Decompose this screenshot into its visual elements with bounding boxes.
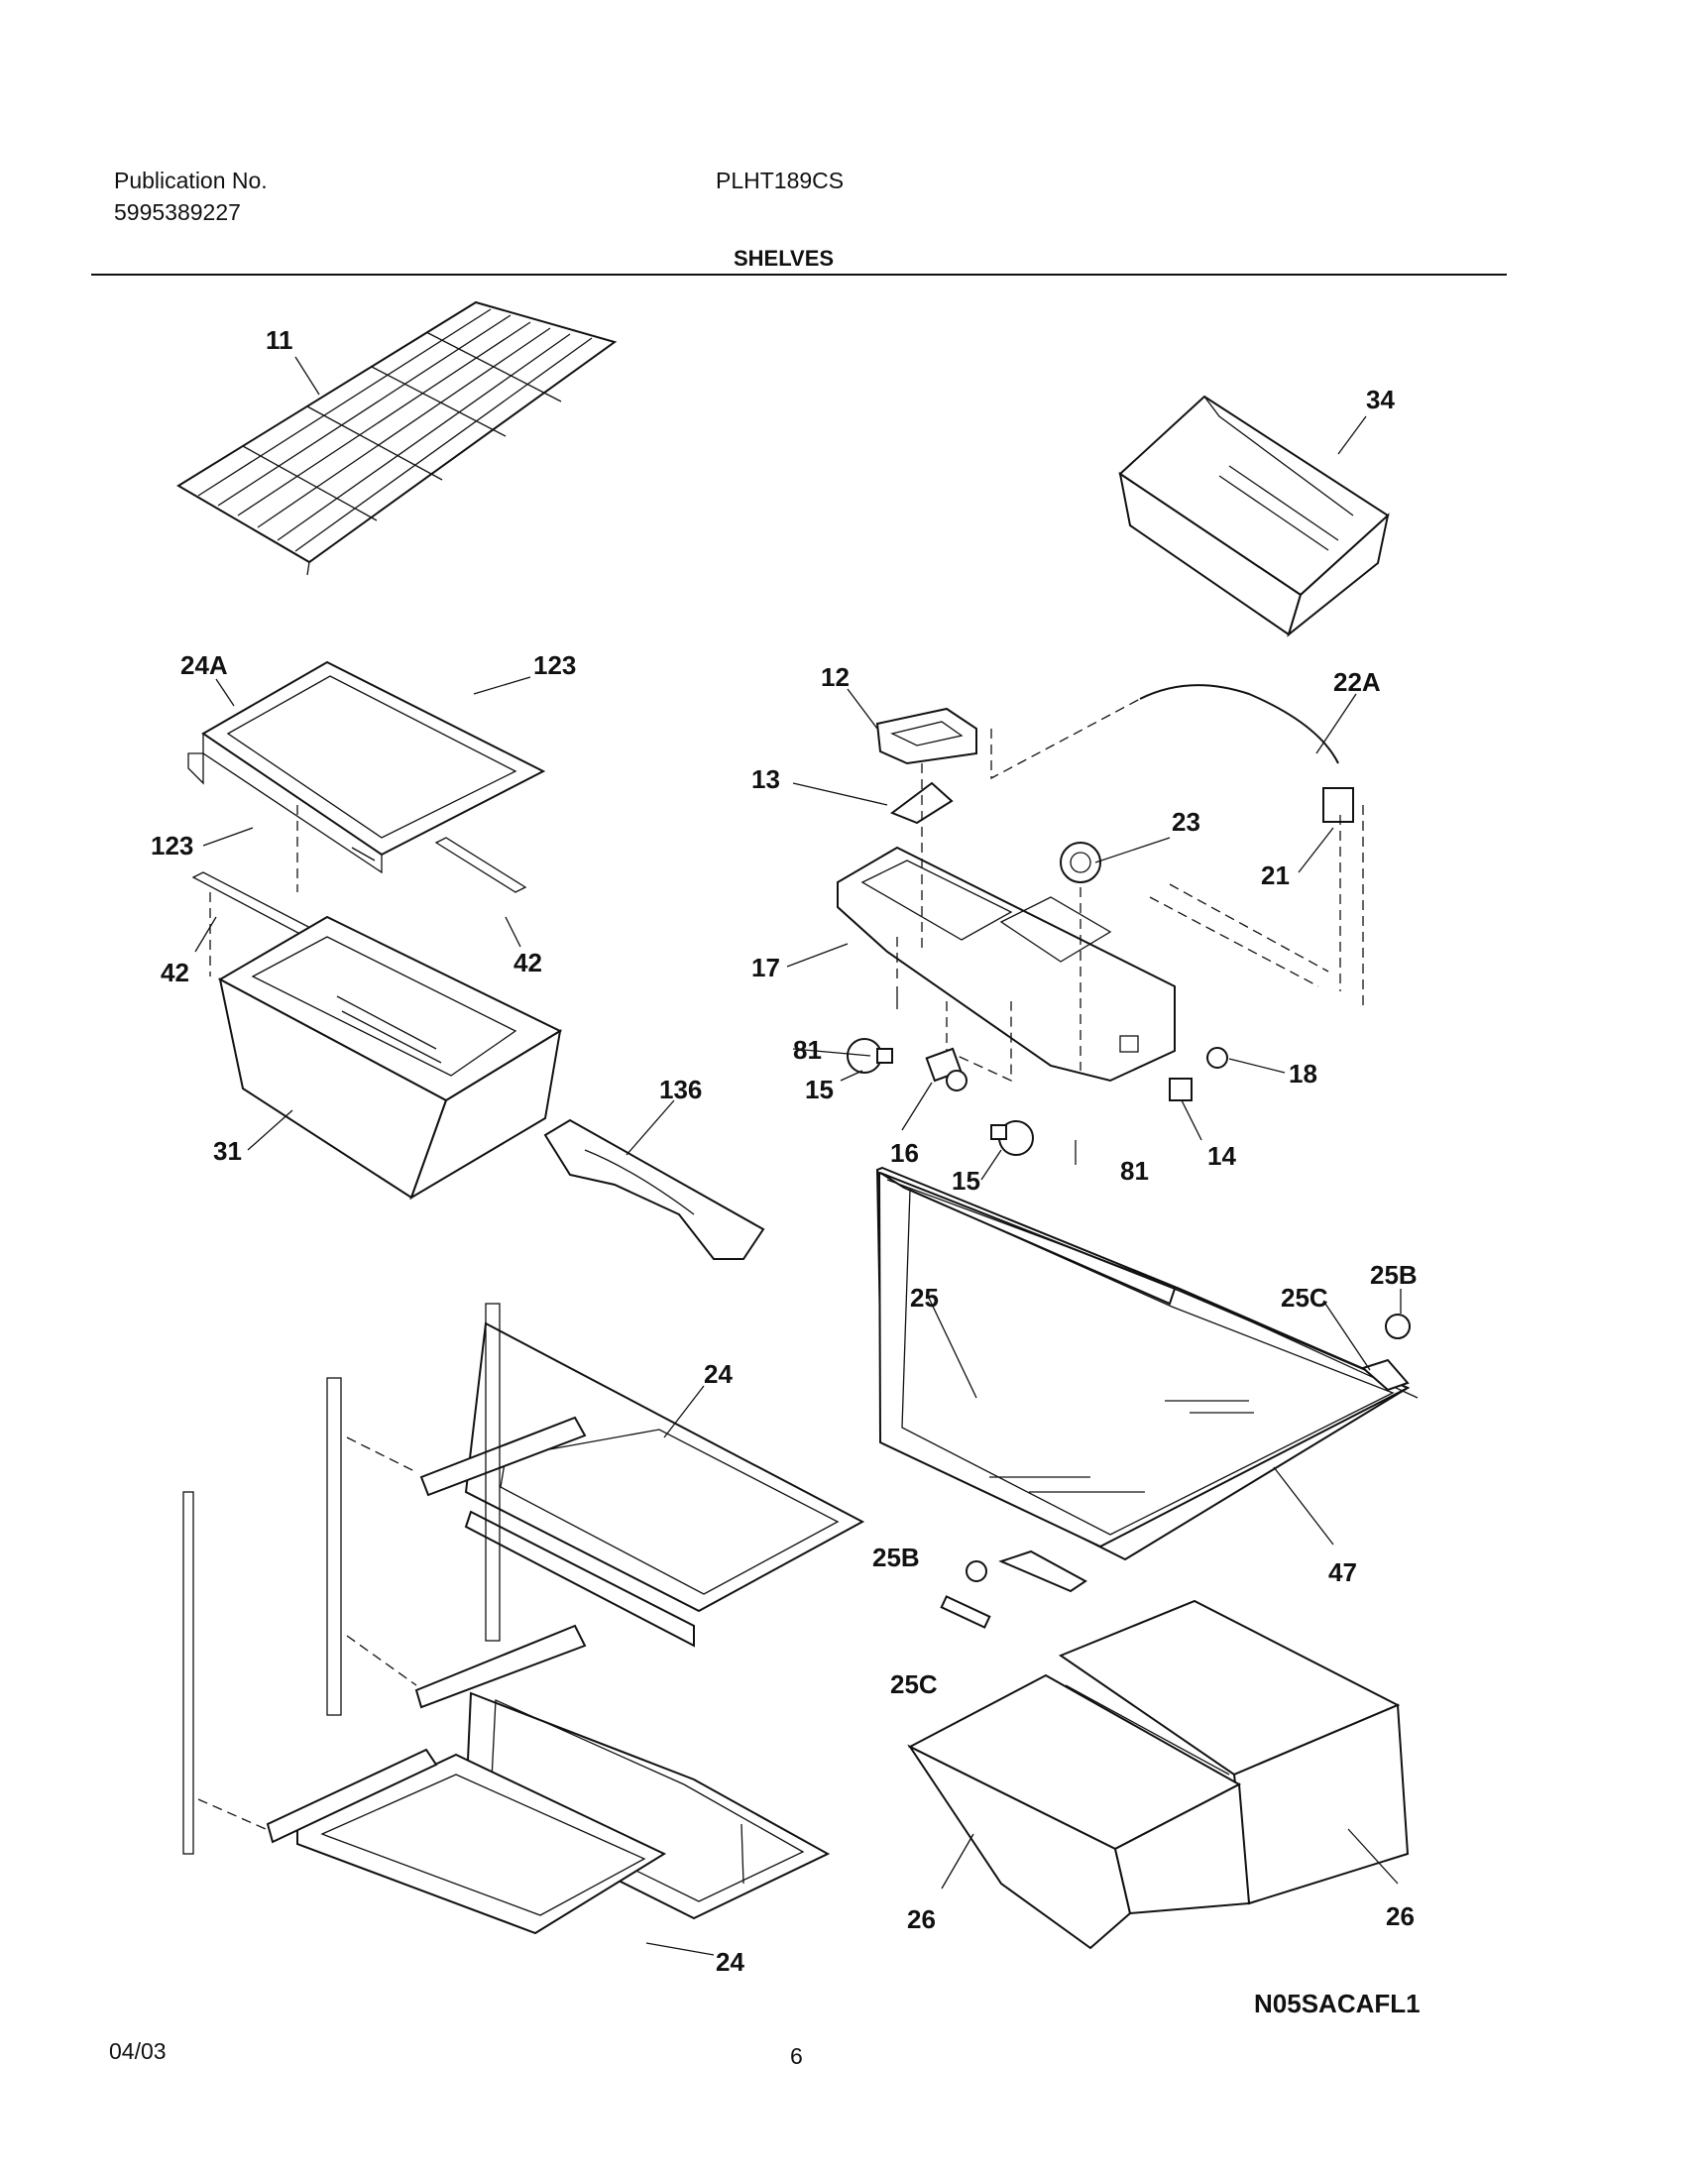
publication-label: Publication No.: [114, 168, 268, 193]
callout-26-left: 26: [907, 1904, 936, 1934]
leader-lines: [194, 356, 1402, 1956]
callout-42-right: 42: [513, 948, 542, 977]
publication-number: 5995389227: [114, 199, 241, 225]
callout-22A: 22A: [1333, 667, 1381, 697]
callout-25C-top: 25C: [1281, 1283, 1328, 1313]
callout-17: 17: [751, 953, 780, 982]
callout-24-top: 24: [704, 1359, 733, 1389]
crisper-pans-part-26: [907, 1599, 1410, 1950]
callout-15-right: 15: [952, 1166, 980, 1196]
callout-21: 21: [1261, 860, 1290, 890]
model-number: PLHT189CS: [716, 168, 845, 193]
callout-24A: 24A: [180, 650, 228, 680]
callout-11: 11: [266, 325, 293, 355]
callout-25B-top: 25B: [1370, 1260, 1418, 1290]
callout-123-left: 123: [151, 831, 193, 860]
bin-part-34: [1118, 395, 1390, 637]
callout-25: 25: [910, 1283, 939, 1313]
crisper-drawer-part-31: [217, 915, 563, 1201]
crisper-cover-part-24A: [187, 660, 546, 874]
control-housing-assembly: [837, 684, 1364, 1165]
callout-23: 23: [1172, 807, 1200, 837]
callout-15-left: 15: [805, 1075, 834, 1104]
glass-shelf-part-25: [875, 1166, 1419, 1629]
callout-81-right: 81: [1120, 1156, 1149, 1186]
callout-16: 16: [890, 1138, 919, 1168]
wire-shelf-part-11: [176, 300, 618, 576]
diagram-code: N05SACAFL1: [1254, 1989, 1421, 2018]
callout-136: 136: [659, 1075, 702, 1104]
callout-123-top: 123: [533, 650, 576, 680]
callout-13: 13: [751, 764, 780, 794]
footer-date: 04/03: [109, 2038, 167, 2064]
callout-14: 14: [1207, 1141, 1236, 1171]
header-rule: [91, 274, 1507, 276]
callout-25C-bottom: 25C: [890, 1669, 938, 1699]
divider-part-136: [543, 1118, 765, 1260]
callout-24-bottom: 24: [716, 1947, 744, 1977]
callout-12: 12: [821, 662, 850, 692]
callout-18: 18: [1289, 1059, 1317, 1089]
page-number: 6: [790, 2043, 803, 2069]
callout-81-left: 81: [793, 1035, 822, 1065]
callouts: 11 34 24A 123 123 42 42 31 136 12 13 22A…: [151, 325, 1421, 2018]
callout-25B-bottom: 25B: [872, 1543, 920, 1572]
adjustable-shelves-part-24: [182, 1303, 865, 1935]
callout-47: 47: [1328, 1557, 1357, 1587]
callout-42-left: 42: [161, 958, 189, 987]
section-title: SHELVES: [734, 246, 835, 271]
callout-34: 34: [1366, 385, 1395, 414]
callout-31: 31: [213, 1136, 242, 1166]
callout-26-right: 26: [1386, 1901, 1415, 1931]
